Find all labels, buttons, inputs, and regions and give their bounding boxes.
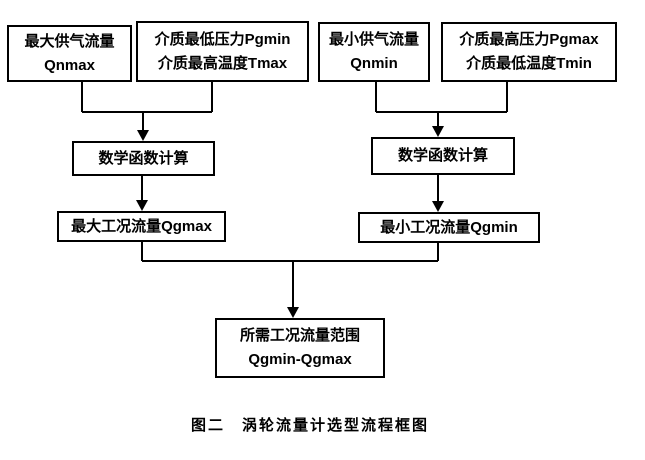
arrowhead-to-qgmax [136, 200, 148, 211]
node-min-pressure-max-temp: 介质最低压力Pgmin 介质最高温度Tmax [136, 21, 309, 82]
node-required-flow-range-line1: 所需工况流量范围 [239, 327, 360, 344]
node-min-working-flow-label: 最小工况流量Qgmin [380, 218, 518, 236]
node-max-pressure-min-temp: 介质最高压力Pgmax 介质最低温度Tmin [441, 22, 617, 82]
arrowhead-to-math-right [432, 126, 444, 137]
node-min-supply-flow-line1: 最小供气流量 [328, 31, 419, 48]
arrowhead-to-math-left [137, 130, 149, 141]
node-math-calc-left-label: 数学函数计算 [98, 149, 189, 167]
node-max-supply-flow: 最大供气流量 Qnmax [7, 25, 132, 82]
node-max-working-flow: 最大工况流量Qgmax [57, 211, 226, 242]
node-math-calc-left: 数学函数计算 [72, 141, 215, 176]
node-max-supply-flow-line1: 最大供气流量 [24, 32, 115, 50]
arrowhead-to-result [287, 307, 299, 318]
node-min-working-flow: 最小工况流量Qgmin [358, 212, 540, 243]
node-required-flow-range: 所需工况流量范围 Qgmin-Qgmax [215, 318, 385, 378]
node-max-working-flow-label: 最大工况流量Qgmax [71, 217, 212, 235]
node-math-calc-right: 数学函数计算 [371, 137, 515, 175]
node-min-supply-flow-line2: Qnmin [350, 55, 398, 72]
arrowhead-to-qgmin [432, 201, 444, 212]
node-required-flow-range-line2: Qgmin-Qgmax [248, 351, 352, 368]
figure-caption: 图二 涡轮流量计选型流程框图 [190, 417, 429, 434]
node-math-calc-right-label: 数学函数计算 [397, 147, 488, 164]
node-min-temp-line: 介质最低温度Tmin [466, 55, 592, 72]
node-max-temp-line: 介质最高温度Tmax [157, 54, 288, 72]
node-min-supply-flow: 最小供气流量 Qnmin [318, 22, 430, 82]
node-max-supply-flow-line2: Qnmax [44, 56, 95, 74]
node-max-pressure-line: 介质最高压力Pgmax [459, 31, 599, 48]
node-min-pressure-line: 介质最低压力Pgmin [154, 30, 291, 48]
